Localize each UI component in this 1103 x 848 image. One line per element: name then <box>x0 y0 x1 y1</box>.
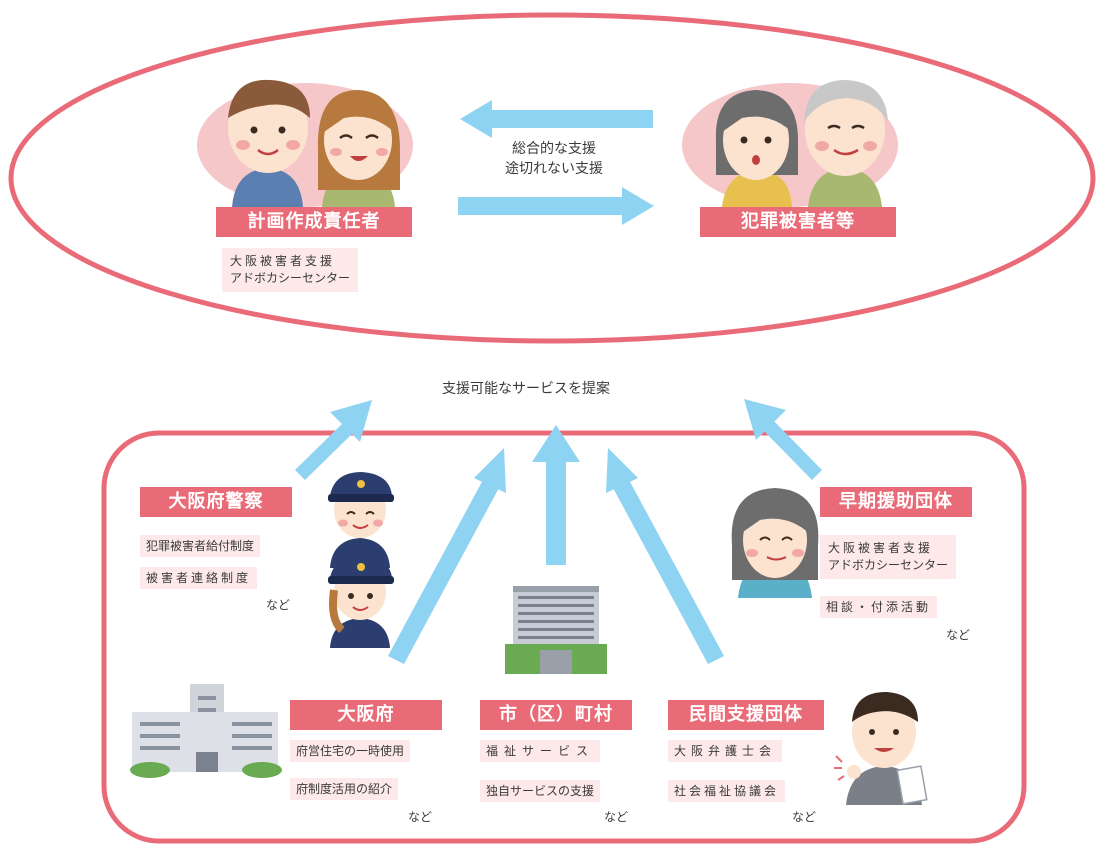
lawyer-man-illustration <box>834 692 928 805</box>
private-item-2: 社会福祉協議会 <box>668 780 786 802</box>
arrow-police-up <box>295 400 372 480</box>
planner-woman-illustration <box>317 90 400 207</box>
osaka-police-label: 大阪府警察 <box>140 487 292 517</box>
city-nado: など <box>604 810 629 824</box>
arrow-to-victim <box>458 187 654 225</box>
support-caption: 総合的な支援 途切れない支援 <box>484 139 624 179</box>
arrow-to-planner <box>460 100 653 138</box>
private-support-label: 民間支援団体 <box>668 700 824 730</box>
police-item-1: 犯罪被害者給付制度 <box>140 535 261 557</box>
city-item-1: 福祉サービス <box>480 740 601 762</box>
bottom-frame <box>101 430 1027 844</box>
private-item-1: 大阪弁護士会 <box>668 740 783 762</box>
early-item-1-line2: アドボカシーセンター <box>828 558 949 572</box>
early-support-label: 早期援助団体 <box>820 487 972 517</box>
planner-man-illustration <box>228 79 310 207</box>
planner-org-box: 大阪被害者支援 アドボカシーセンター <box>222 248 359 292</box>
prefecture-office-building-illustration <box>130 684 282 778</box>
planner-org-line1: 大阪被害者支援 <box>230 254 336 268</box>
propose-services-caption: 支援可能なサービスを提案 <box>442 381 610 397</box>
arrow-pref-up <box>388 448 506 664</box>
victim-woman-illustration <box>715 90 798 207</box>
city-item-2: 独自サービスの支援 <box>480 780 601 802</box>
victim-label: 犯罪被害者等 <box>700 207 896 237</box>
support-line2: 途切れない支援 <box>505 161 603 177</box>
early-item-1: 大阪被害者支援 アドボカシーセンター <box>820 535 957 579</box>
early-support-woman-illustration <box>731 488 819 598</box>
city-label: 市（区）町村 <box>480 700 632 730</box>
police-item-2: 被害者連絡制度 <box>140 567 258 589</box>
early-nado: など <box>946 628 971 642</box>
top-ellipse <box>8 12 1096 344</box>
pref-item-2: 府制度活用の紹介 <box>290 778 399 800</box>
osaka-pref-label: 大阪府 <box>290 700 442 730</box>
city-office-building-illustration <box>505 586 607 674</box>
planner-org-line2: アドボカシーセンター <box>230 271 351 285</box>
early-item-1-line1: 大阪被害者支援 <box>828 541 934 555</box>
planner-label: 計画作成責任者 <box>216 207 412 237</box>
arrow-city-up <box>532 425 580 565</box>
early-item-2: 相談・付添活動 <box>820 596 938 618</box>
police-nado: など <box>266 598 291 612</box>
private-nado: など <box>792 810 817 824</box>
arrow-private-up <box>606 448 724 664</box>
police-officer-illustration <box>328 472 394 648</box>
support-line1: 総合的な支援 <box>512 141 596 157</box>
pref-item-1: 府営住宅の一時使用 <box>290 740 411 762</box>
victim-man-illustration <box>804 80 888 207</box>
arrow-early-up <box>744 399 822 480</box>
pref-nado: など <box>408 810 433 824</box>
